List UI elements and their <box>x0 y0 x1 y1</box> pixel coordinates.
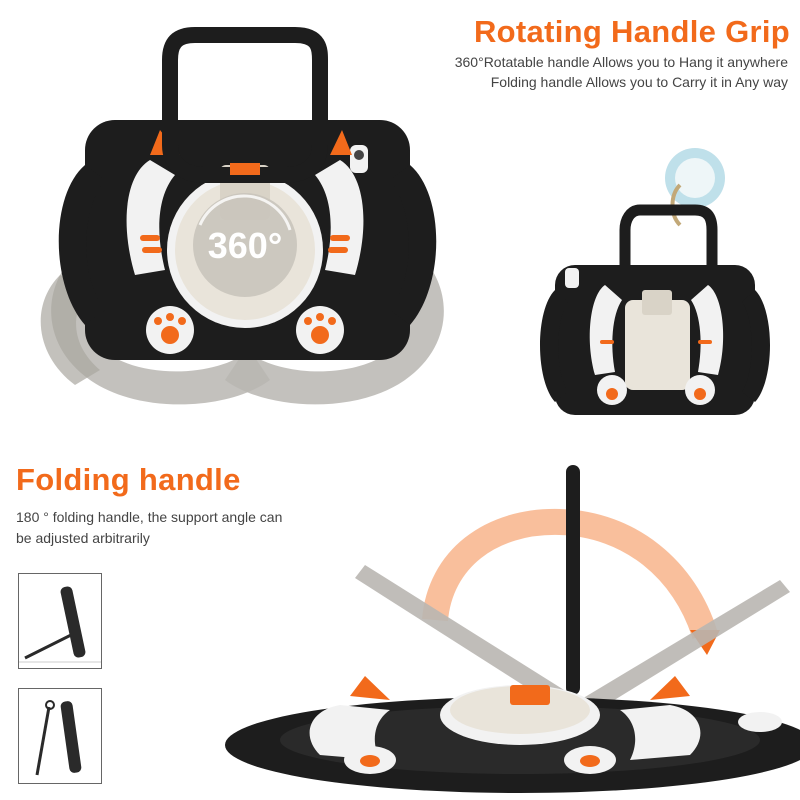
rotating-handle-grip-title: Rotating Handle Grip <box>474 14 790 49</box>
folding-handle-title: Folding handle <box>16 462 241 497</box>
rotating-description-line-2: Folding handle Allows you to Carry it in… <box>490 74 788 90</box>
folding-handle-illustration <box>225 465 800 793</box>
badge-360-label: 360° <box>208 225 282 266</box>
rotation-360-badge: 360° <box>193 193 297 297</box>
folding-description-line-2: be adjusted arbitrarily <box>16 530 150 546</box>
stand-angle-thumbnail-1 <box>18 573 102 669</box>
folding-handle-description: 180 ° folding handle, the support angle … <box>16 507 396 549</box>
rotating-handle-description: 360°Rotatable handle Allows you to Hang … <box>0 52 788 92</box>
folding-description-line-1: 180 ° folding handle, the support angle … <box>16 509 283 525</box>
hanging-case-illustration <box>540 148 770 415</box>
rotating-description-line-1: 360°Rotatable handle Allows you to Hang … <box>454 54 788 70</box>
stand-angle-thumbnail-2 <box>18 688 102 784</box>
